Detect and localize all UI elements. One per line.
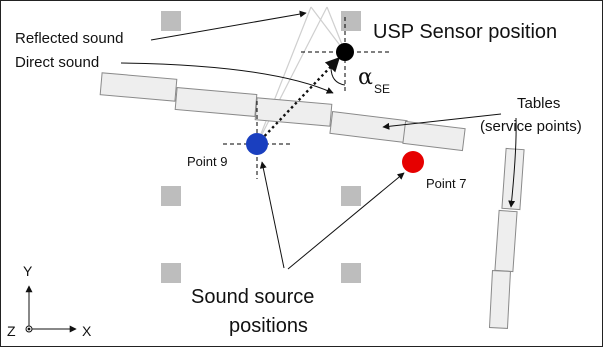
y-axis-label: Y bbox=[23, 263, 33, 279]
table bbox=[254, 97, 333, 127]
tables-arrow bbox=[382, 113, 502, 130]
pillar bbox=[161, 263, 181, 283]
tables-arrow-lower bbox=[508, 117, 517, 208]
pillar bbox=[161, 186, 181, 206]
service-points-label: (service points) bbox=[480, 118, 582, 135]
table bbox=[488, 270, 511, 329]
point7-marker bbox=[402, 151, 424, 173]
point9-label: Point 9 bbox=[187, 154, 228, 169]
sound-source-label: Sound source bbox=[191, 286, 315, 308]
source-arrow-point9 bbox=[259, 161, 285, 269]
table bbox=[494, 209, 518, 273]
reflected-sound-arrow bbox=[150, 10, 307, 41]
tables-label: Tables bbox=[517, 95, 561, 112]
reflected-sound-label: Reflected sound bbox=[15, 30, 124, 47]
coordinate-axes bbox=[25, 285, 77, 333]
x-axis-label: X bbox=[82, 323, 92, 339]
point7-label: Point 7 bbox=[426, 176, 467, 191]
pillar bbox=[341, 11, 361, 31]
pillar bbox=[161, 11, 181, 31]
direct-sound-path bbox=[256, 56, 340, 145]
usp-sensor-label: USP Sensor position bbox=[373, 21, 558, 43]
table bbox=[329, 110, 408, 144]
direct-sound-label: Direct sound bbox=[15, 54, 100, 71]
pillar bbox=[341, 186, 361, 206]
source-arrow-point7 bbox=[287, 172, 405, 270]
table bbox=[174, 87, 258, 117]
sound-source-label-line2: positions bbox=[229, 315, 308, 337]
angle-arc bbox=[330, 66, 346, 86]
usp-sensor-marker bbox=[336, 43, 354, 61]
table bbox=[99, 72, 178, 102]
pillar bbox=[341, 263, 361, 283]
direct-sound-arrow bbox=[120, 62, 334, 94]
point9-marker bbox=[246, 133, 268, 155]
table bbox=[402, 120, 466, 152]
angle-alpha-subscript: SE bbox=[374, 82, 391, 96]
angle-alpha-label: α bbox=[358, 65, 373, 90]
table bbox=[501, 147, 525, 211]
z-axis-label: Z bbox=[7, 323, 16, 339]
